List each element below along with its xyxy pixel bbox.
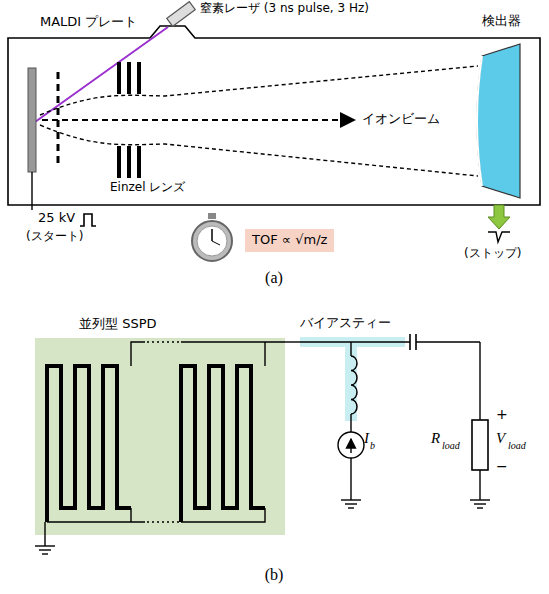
panel-label: (b) [265, 566, 284, 584]
stop-label: (ストップ) [464, 247, 521, 261]
current-symbol: I [364, 430, 369, 447]
stopwatch [192, 213, 232, 261]
ion-beam-envelope [40, 66, 478, 115]
bus-wire [45, 508, 265, 535]
node-text: TOF ∝ √m/z [252, 233, 327, 248]
node-text: 並列型 SSPD [79, 317, 157, 332]
plate-lead [31, 172, 32, 210]
subscript: load [508, 440, 526, 452]
detector-label: 検出器 [482, 14, 521, 29]
stop-pulse [488, 232, 510, 242]
polarity-mark: − [496, 458, 508, 474]
nanowire-meander [47, 366, 131, 522]
voltage-label: 25 kV [38, 211, 75, 226]
bus-wire [147, 341, 179, 343]
sspd-area: 並列型 SSPD [35, 338, 285, 535]
bus-wire [147, 521, 179, 523]
plate-label: MALDI プレート [40, 15, 137, 30]
voltage-symbol: V [496, 430, 505, 447]
wire-connector [285, 341, 300, 342]
laser-head [167, 2, 195, 27]
capacitor-symbol [410, 334, 416, 350]
detector-face [477, 56, 482, 186]
beam-label: イオンビーム [362, 112, 440, 127]
resistance-symbol: R [431, 430, 440, 447]
meander-layer [35, 338, 285, 535]
panel-label: (a) [265, 269, 283, 287]
resistor-symbol [472, 420, 488, 470]
start-label: (スタート) [26, 230, 83, 244]
start-pulse [80, 214, 96, 226]
vacuum-chamber [8, 26, 540, 205]
bus-wire [131, 342, 285, 366]
laser-beam [35, 27, 168, 122]
ion-beam-envelope [40, 125, 478, 176]
subscript: load [442, 440, 460, 452]
ion-beam-arrow [42, 119, 354, 121]
lens-label: Einzel レンズ [110, 181, 185, 195]
laser-label: 窒素レーザ (3 ns pulse, 3 Hz) [200, 2, 369, 16]
bias-tee: バイアスティー [300, 316, 391, 350]
signal-arrow [488, 205, 510, 229]
detector [477, 44, 520, 198]
maldi-plate [28, 68, 36, 172]
formula-box: TOF ∝ √m/z [245, 229, 334, 252]
current-source-symbol [338, 432, 364, 458]
bus-wire [130, 508, 131, 522]
inductor-symbol [351, 356, 357, 414]
polarity-mark: + [496, 406, 508, 422]
node-text: バイアスティー [300, 316, 391, 331]
bias-tee-band [300, 337, 405, 421]
subscript: b [370, 440, 375, 452]
nanowire-meander [181, 366, 265, 522]
